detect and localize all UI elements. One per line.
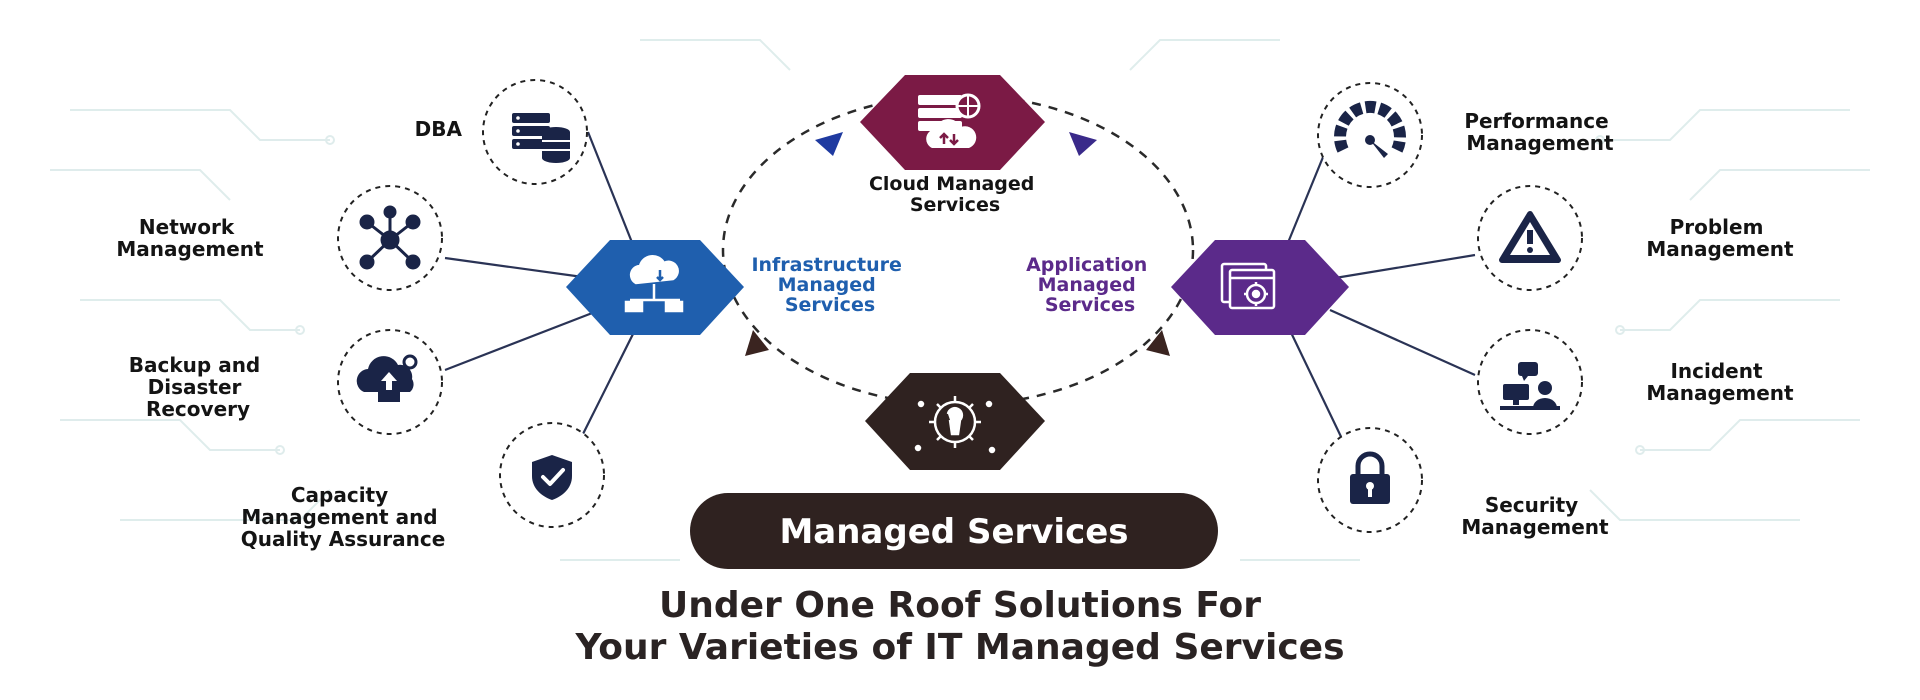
hub-cloud-label: Cloud Managed Services <box>869 173 1041 216</box>
label-incident: Incident Management <box>1646 359 1794 405</box>
hub-application-label: Application Managed Services <box>1026 254 1154 316</box>
cloud-server-icon <box>918 93 981 148</box>
left-service-network <box>337 185 443 291</box>
tagline-line-2: Your Varieties of IT Managed Services <box>575 627 1345 668</box>
hex-cloud-managed <box>860 75 1045 170</box>
label-security: Security Management <box>1461 493 1609 539</box>
circuit-background <box>50 39 1870 561</box>
hex-infrastructure-managed <box>566 240 744 335</box>
network-icon <box>359 205 421 270</box>
app-settings-icon <box>1220 262 1276 310</box>
hex-managed-core <box>865 373 1045 470</box>
label-backup: Backup and Disaster Recovery <box>129 353 267 421</box>
right-service-performance <box>1317 82 1423 188</box>
label-capacity: Capacity Management and Quality Assuranc… <box>241 483 446 551</box>
arrow-bottom-left-icon <box>745 330 769 356</box>
managed-services-banner: Managed Services <box>690 493 1218 569</box>
arrow-top-left-icon <box>815 132 843 156</box>
tagline-line-1: Under One Roof Solutions For <box>658 585 1261 626</box>
label-performance: Performance Management <box>1464 109 1615 155</box>
gauge-icon <box>1334 101 1406 158</box>
hex-application-managed <box>1171 240 1349 335</box>
banner-label: Managed Services <box>779 512 1128 552</box>
cycle-arrows <box>745 132 1170 356</box>
left-service-backup <box>337 329 443 435</box>
right-service-incident <box>1477 329 1583 435</box>
arrow-top-right-icon <box>1069 132 1097 156</box>
connector-lines <box>444 131 1476 446</box>
right-service-problem <box>1477 185 1583 291</box>
label-dba: DBA <box>415 117 463 141</box>
database-icon <box>512 113 570 163</box>
gear-wrench-icon <box>914 396 996 454</box>
label-network: Network Management <box>116 215 264 261</box>
cloud-network-icon <box>624 254 684 313</box>
left-service-capacity <box>499 422 605 528</box>
shield-check-icon <box>532 455 572 500</box>
left-service-dba <box>482 79 588 185</box>
support-agent-icon <box>1500 362 1560 410</box>
cloud-backup-icon <box>356 354 418 402</box>
padlock-icon <box>1350 451 1390 504</box>
warning-icon <box>1499 211 1561 263</box>
hub-infrastructure-label: Infrastructure Managed Services <box>751 254 908 316</box>
label-problem: Problem Management <box>1646 215 1794 261</box>
arrow-bottom-right-icon <box>1146 330 1170 356</box>
right-service-security <box>1317 427 1423 533</box>
